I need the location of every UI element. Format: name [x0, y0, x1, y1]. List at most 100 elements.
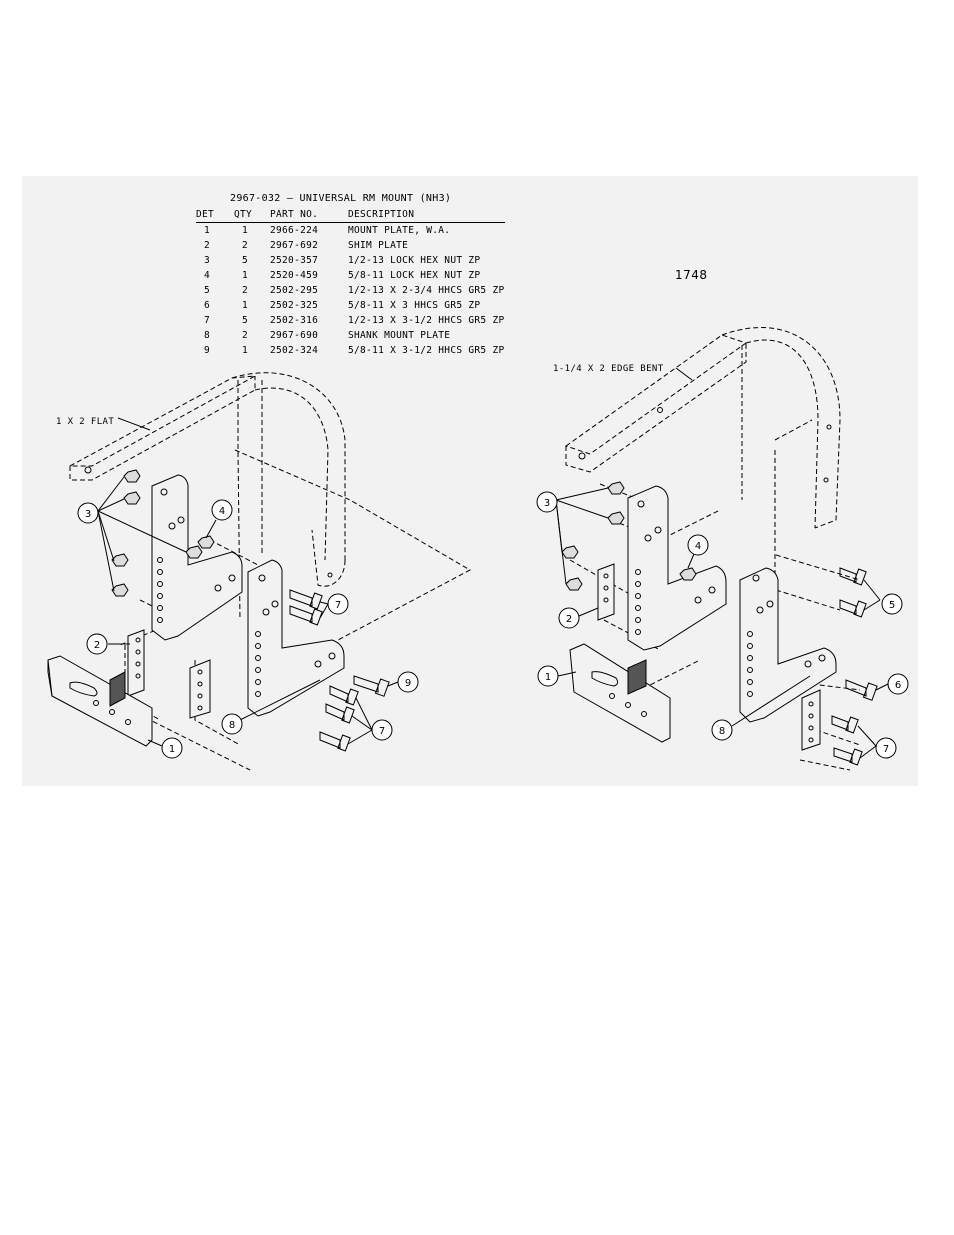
cell-description: 1/2-13 LOCK HEX NUT ZP — [348, 255, 481, 266]
parts-table-row: 7 5 2502-316 1/2-13 X 3-1/2 HHCS GR5 ZP — [196, 313, 505, 328]
left-bar-leader — [117, 417, 151, 431]
right-shim-plate-b — [801, 689, 821, 751]
cell-description: 1/2-13 X 3-1/2 HHCS GR5 ZP — [348, 315, 505, 326]
cell-det: 5 — [204, 285, 211, 296]
left-lock-nuts — [111, 469, 215, 597]
cell-part-no: 2502-295 — [270, 285, 319, 296]
drawing-number: 1748 — [675, 268, 708, 282]
left-assembly: 3 4 2 7 9 8 7 1 — [47, 372, 472, 771]
left-balloons — [77, 476, 419, 759]
cell-description: 5/8-11 LOCK HEX NUT ZP — [348, 270, 481, 281]
right-shank-plate-rear — [627, 485, 727, 651]
right-assembly: 3 4 2 5 1 6 8 7 — [536, 327, 909, 771]
cell-det: 8 — [204, 330, 211, 341]
right-shim-plate-a — [597, 563, 615, 621]
balloon-left-7b: 7 — [379, 726, 385, 737]
balloon-left-2: 2 — [94, 640, 100, 651]
right-bar-note: 1-1/4 X 2 EDGE BENT — [553, 364, 664, 374]
cell-qty: 1 — [242, 270, 249, 281]
balloon-right-2: 2 — [566, 614, 572, 625]
balloon-left-7a: 7 — [335, 600, 341, 611]
balloon-right-3: 3 — [544, 498, 550, 509]
balloon-right-7: 7 — [883, 744, 889, 755]
balloon-left-9: 9 — [405, 678, 411, 689]
right-lock-nuts — [561, 481, 697, 591]
balloon-left-1: 1 — [169, 744, 175, 755]
left-shim-a-holes — [135, 637, 141, 679]
balloon-right-8: 8 — [719, 726, 725, 737]
balloon-left-8: 8 — [229, 720, 235, 731]
cell-qty: 1 — [242, 225, 249, 236]
left-bar-note: 1 X 2 FLAT — [56, 417, 115, 427]
cell-qty: 1 — [242, 345, 249, 356]
cell-description: MOUNT PLATE, W.A. — [348, 225, 451, 236]
balloon-right-1: 1 — [545, 672, 551, 683]
balloon-right-6: 6 — [895, 680, 901, 691]
cell-description: 5/8-11 X 3 HHCS GR5 ZP — [348, 300, 481, 311]
left-mount-block — [109, 671, 126, 707]
cell-qty: 1 — [242, 300, 249, 311]
left-bow-hole — [327, 572, 333, 578]
left-shim-plate-b — [189, 659, 211, 719]
balloon-right-5: 5 — [889, 600, 895, 611]
left-bar-hole — [84, 466, 92, 474]
cell-qty: 2 — [242, 330, 249, 341]
cell-part-no: 2966-224 — [270, 225, 319, 236]
cell-description: SHANK MOUNT PLATE — [348, 330, 451, 341]
left-front-plate-holes — [255, 574, 336, 697]
right-mount-plate-holes — [609, 693, 647, 717]
cell-description: 5/8-11 X 3-1/2 HHCS GR5 ZP — [348, 345, 505, 356]
left-rear-plate-holes — [157, 488, 236, 623]
parts-table-row: 8 2 2967-690 SHANK MOUNT PLATE — [196, 328, 505, 343]
cell-det: 3 — [204, 255, 211, 266]
left-shim-b-holes — [197, 669, 203, 711]
cell-part-no: 2502-316 — [270, 315, 319, 326]
cell-det: 1 — [204, 225, 211, 236]
parts-table-row: 2 2 2967-692 SHIM PLATE — [196, 238, 505, 253]
left-bolts — [289, 589, 390, 752]
cell-description: SHIM PLATE — [348, 240, 409, 251]
right-rear-plate-holes — [635, 500, 716, 635]
left-shank-plate-front — [247, 559, 345, 717]
cell-part-no: 2502-325 — [270, 300, 319, 311]
cell-qty: 2 — [242, 240, 249, 251]
parts-table-header: DET QTY PART NO. DESCRIPTION — [196, 209, 505, 223]
right-bar-leader — [675, 367, 693, 381]
left-mount-slot — [69, 681, 98, 697]
col-det: DET — [196, 209, 234, 223]
balloon-left-4: 4 — [219, 506, 225, 517]
right-shim-a-holes — [603, 573, 609, 603]
parts-table-row: 5 2 2502-295 1/2-13 X 2-3/4 HHCS GR5 ZP — [196, 283, 505, 298]
cell-qty: 5 — [242, 315, 249, 326]
cell-det: 2 — [204, 240, 211, 251]
cell-qty: 2 — [242, 285, 249, 296]
right-balloons — [536, 487, 909, 759]
right-mount-plate — [569, 643, 671, 743]
cell-part-no: 2520-459 — [270, 270, 319, 281]
right-shim-b-holes — [808, 701, 814, 743]
right-front-plate-holes — [747, 574, 826, 697]
right-mount-block — [627, 659, 647, 695]
cell-part-no: 2967-692 — [270, 240, 319, 251]
cell-part-no: 2967-690 — [270, 330, 319, 341]
assembly-title: 2967-032 – UNIVERSAL RM MOUNT (NH3) — [230, 193, 452, 204]
col-qty: QTY — [234, 209, 270, 223]
cell-description: 1/2-13 X 2-3/4 HHCS GR5 ZP — [348, 285, 505, 296]
cell-det: 7 — [204, 315, 211, 326]
right-balloon-labels: 3 4 2 5 1 6 8 7 — [544, 498, 901, 755]
balloon-right-4: 4 — [695, 541, 701, 552]
left-shank-plate-rear — [151, 474, 243, 641]
parts-table-row: 4 1 2520-459 5/8-11 LOCK HEX NUT ZP — [196, 268, 505, 283]
cell-part-no: 2502-324 — [270, 345, 319, 356]
right-bow-hole — [826, 424, 832, 430]
parts-table: DET QTY PART NO. DESCRIPTION 1 1 2966-224 M… — [196, 209, 505, 358]
parts-table-row: 1 1 2966-224 MOUNT PLATE, W.A. — [196, 223, 505, 239]
right-bar-hole-2 — [657, 407, 663, 413]
cell-det: 4 — [204, 270, 211, 281]
cell-qty: 5 — [242, 255, 249, 266]
left-mount-plate-edge — [47, 660, 53, 697]
